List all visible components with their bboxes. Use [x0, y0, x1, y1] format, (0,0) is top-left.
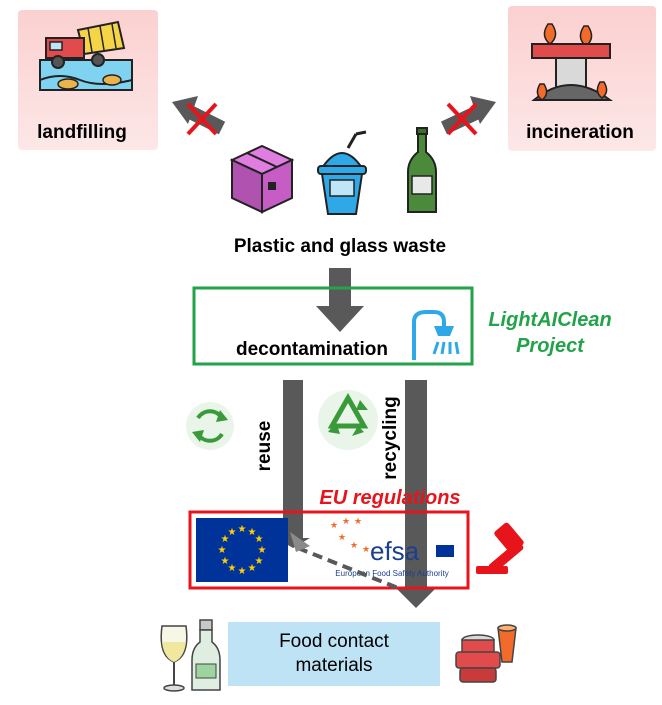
decontamination-label: decontamination: [236, 339, 388, 360]
recycling-icon: [318, 390, 378, 450]
food-contact-line2: materials: [295, 655, 372, 676]
svg-text:★: ★: [221, 556, 230, 567]
incineration-label: incineration: [526, 122, 634, 143]
milk-bottle-icon: [191, 619, 221, 691]
food-container-icon: [455, 624, 517, 683]
plastic-cup-icon: [317, 130, 367, 215]
eu-regulations-label: EU regulations: [319, 487, 460, 509]
svg-text:★: ★: [248, 527, 257, 538]
glass-bottle-icon: [407, 127, 437, 213]
svg-text:★: ★: [228, 563, 237, 574]
incineration-panel: incineration: [508, 6, 656, 151]
project-label-line2: Project: [516, 335, 585, 357]
waste-label: Plastic and glass waste: [234, 236, 446, 257]
reuse-label: reuse: [254, 421, 275, 472]
reuse-dashed-arrow: [290, 532, 399, 590]
arrow-to-decontamination: [316, 268, 364, 332]
incinerator-icon: [531, 23, 614, 101]
svg-text:★: ★: [255, 556, 264, 567]
svg-text:★: ★: [221, 534, 230, 545]
project-label-line1: LightAIClean: [488, 309, 611, 331]
efsa-logo: ★ ★ ★ ★ ★ ★ efsa European Food Safety Au…: [330, 517, 454, 578]
wine-glass-icon: [160, 625, 188, 692]
recycling-arrow: [396, 380, 436, 608]
landfilling-panel: landfilling: [18, 10, 158, 150]
dump-truck-icon: [39, 20, 133, 91]
svg-text:★: ★: [228, 527, 237, 538]
blocked-arrow-incineration: [441, 96, 496, 136]
svg-text:★: ★: [218, 545, 227, 556]
reuse-arrows-icon: [186, 402, 234, 450]
cardboard-box-icon: [229, 144, 295, 214]
svg-text:★: ★: [362, 545, 370, 555]
recycling-label: recycling: [380, 396, 401, 479]
food-contact-line1: Food contact: [279, 631, 390, 652]
gavel-icon: [476, 522, 524, 574]
shower-icon: [412, 310, 460, 360]
svg-text:★: ★: [338, 533, 346, 543]
svg-text:★: ★: [258, 545, 267, 556]
landfilling-label: landfilling: [37, 122, 127, 143]
regulations-box: [188, 510, 470, 590]
eu-flag-icon: ★ ★ ★ ★ ★ ★ ★ ★ ★ ★ ★ ★: [196, 518, 288, 582]
efsa-caption: European Food Safety Authority: [335, 569, 448, 578]
svg-text:★: ★: [342, 517, 350, 527]
food-contact-box: [228, 622, 440, 686]
svg-text:★: ★: [238, 566, 247, 577]
blocked-arrow-landfilling: [172, 96, 226, 136]
svg-text:★: ★: [350, 541, 358, 551]
svg-text:★: ★: [330, 521, 338, 531]
svg-text:★: ★: [238, 524, 247, 535]
svg-text:★: ★: [354, 517, 362, 527]
decontamination-box: [192, 286, 474, 366]
efsa-wordmark: efsa: [370, 536, 420, 566]
svg-text:★: ★: [255, 534, 264, 545]
svg-text:★: ★: [248, 563, 257, 574]
